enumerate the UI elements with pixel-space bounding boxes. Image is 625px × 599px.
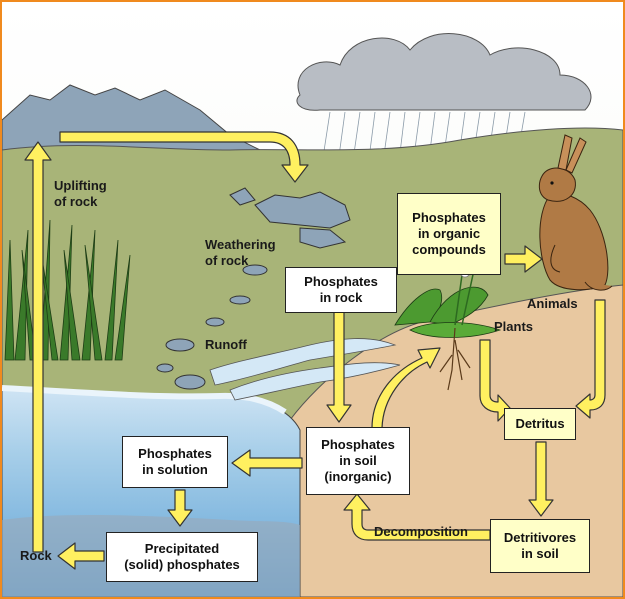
arrow-to-weathering [59, 131, 309, 183]
box-phosphates-in-soil: Phosphates in soil (inorganic) [306, 427, 410, 495]
label-uplifting-of-rock: Uplifting of rock [54, 178, 107, 210]
box-line: in organic [417, 226, 481, 241]
label-line: of rock [205, 253, 249, 268]
arrow-soil-to-solution [231, 449, 303, 477]
box-line: in rock [319, 290, 363, 305]
label-line: Decomposition [374, 524, 468, 539]
reeds [4, 219, 131, 361]
arrow-rock-to-soil [326, 311, 352, 423]
arrow-decomposition [343, 493, 491, 541]
arrow-detritus-to-detritivores [528, 441, 554, 517]
label-line: Plants [494, 319, 534, 334]
runoff-streams [209, 338, 401, 401]
box-line: Phosphates [138, 446, 212, 461]
box-line: Detritus [515, 416, 565, 431]
label-line: Rock [20, 548, 52, 563]
label-weathering-of-rock: Weathering of rock [205, 237, 276, 269]
box-line: in soil [521, 546, 559, 561]
weathering-rocks [156, 187, 351, 390]
box-line: (inorganic) [324, 469, 392, 484]
arrow-organic-to-animals [504, 245, 543, 273]
box-line: Phosphates [412, 210, 486, 225]
box-line: Detritivores [503, 530, 577, 545]
label-line: Animals [527, 296, 578, 311]
box-line: Phosphates [304, 274, 378, 289]
box-line: compounds [412, 242, 486, 257]
box-precipitated-phosphates: Precipitated (solid) phosphates [106, 532, 258, 582]
shoreline [1, 385, 287, 415]
label-animals: Animals [527, 296, 578, 312]
label-rock: Rock [20, 548, 52, 564]
box-detritivores-in-soil: Detritivores in soil [490, 519, 590, 573]
label-line: Uplifting [54, 178, 107, 193]
box-line: (solid) phosphates [124, 557, 240, 572]
arrow-precipitated-to-rock [57, 542, 105, 570]
label-line: Weathering [205, 237, 276, 252]
label-decomposition: Decomposition [374, 524, 468, 540]
box-phosphates-in-organic-compounds: Phosphates in organic compounds [397, 193, 501, 275]
box-phosphates-in-solution: Phosphates in solution [122, 436, 228, 488]
box-line: in soil [339, 453, 377, 468]
arrow-solution-to-precipitated [167, 489, 193, 527]
rabbit [538, 134, 613, 291]
box-line: Phosphates [321, 437, 395, 452]
arrow-soil-to-plants [371, 347, 441, 429]
arrow-uplifting [24, 141, 52, 553]
box-phosphates-in-rock: Phosphates in rock [285, 267, 397, 313]
label-line: Runoff [205, 337, 247, 352]
label-plants: Plants [494, 319, 533, 335]
label-line: of rock [54, 194, 98, 209]
box-line: in solution [142, 462, 208, 477]
label-runoff: Runoff [205, 337, 247, 353]
cycle-arrows [24, 131, 606, 570]
box-detritus: Detritus [504, 408, 576, 440]
cloud [296, 33, 592, 111]
arrow-plants-to-detritus [479, 339, 511, 422]
box-line: Precipitated [144, 541, 220, 556]
arrow-animals-to-detritus [575, 299, 606, 419]
